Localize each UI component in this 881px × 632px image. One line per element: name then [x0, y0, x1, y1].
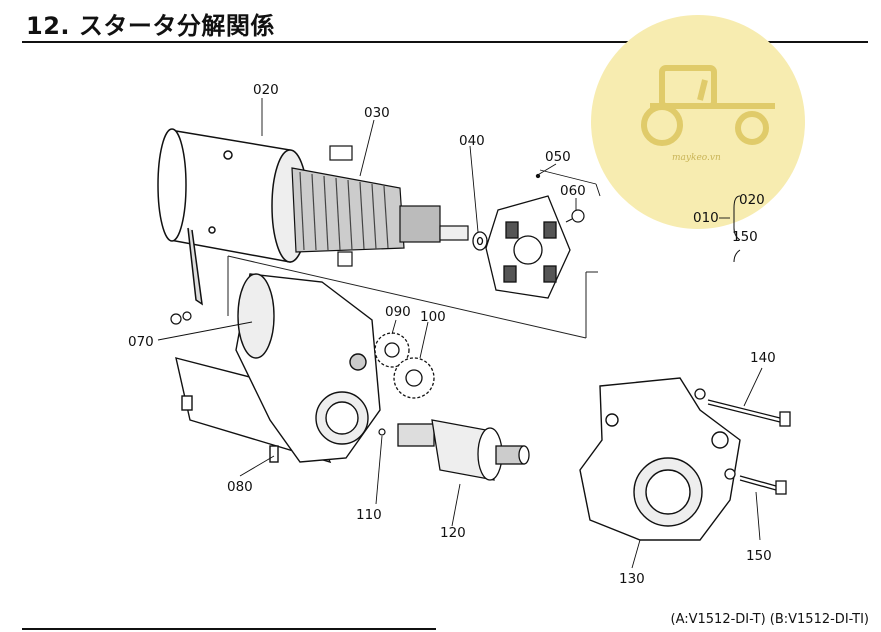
part-label-040: 040	[459, 133, 485, 149]
part-label-140: 140	[750, 350, 776, 366]
part-label-130: 130	[619, 571, 645, 587]
part-label-110: 110	[356, 507, 382, 523]
tractor-icon	[641, 65, 775, 146]
steel-ball	[378, 428, 386, 436]
part-label-150: 150	[746, 548, 772, 564]
part-label-080: 080	[227, 479, 253, 495]
leader-lines	[157, 98, 763, 569]
model-footnote: (A:V1512-DI-T) (B:V1512-DI-TI)	[670, 612, 870, 627]
assembly-bracket	[733, 195, 741, 263]
part-label-090: 090	[385, 304, 411, 320]
motor-yoke	[157, 128, 309, 306]
armature	[291, 145, 469, 267]
brush-holder	[485, 173, 571, 299]
footer-rule	[22, 628, 436, 630]
watermark-logo: maykeo.vn	[591, 15, 805, 229]
part-label-070: 070	[128, 334, 154, 350]
part-label-020: 020	[253, 82, 279, 98]
through-bolts	[694, 388, 791, 495]
part-label-100: 100	[420, 309, 446, 325]
watermark-text: maykeo.vn	[672, 153, 721, 163]
screw	[565, 209, 585, 223]
part-label-120: 120	[440, 525, 466, 541]
idle-gears	[374, 332, 435, 399]
terminal-nuts	[170, 311, 192, 325]
part-label-030: 030	[364, 105, 390, 121]
part-label-060: 060	[560, 183, 586, 199]
boundary-lines	[227, 255, 598, 339]
assembly-label-main: 010	[693, 210, 719, 226]
page-title: 12. スタータ分解関係	[26, 12, 275, 40]
drive-housing	[579, 377, 741, 541]
assembly-label-upper: 020	[739, 192, 765, 208]
part-label-050: 050	[545, 149, 571, 165]
title-underline	[22, 41, 868, 43]
assembly-label-lower: 150	[732, 229, 758, 245]
gear-housing	[175, 273, 381, 464]
overrunning-clutch	[397, 419, 530, 481]
washer	[472, 231, 488, 251]
